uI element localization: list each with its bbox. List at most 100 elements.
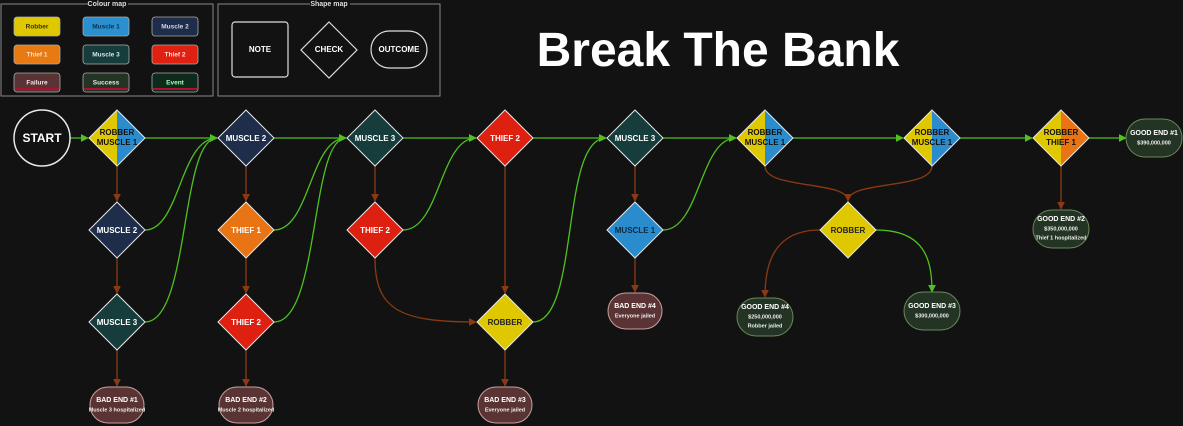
start-label: START	[22, 131, 62, 145]
success-edge	[875, 229, 936, 293]
legend-item-label: Thief 2	[165, 52, 186, 59]
outcome-title: BAD END #2	[225, 397, 267, 404]
failure-edge	[374, 257, 477, 326]
check-label-line: ROBBER	[1044, 128, 1079, 137]
check-label: THIEF 2	[490, 134, 520, 143]
diamond-shape	[217, 109, 275, 167]
check-node-c9[interactable]: THIEF 2	[476, 109, 534, 167]
outcome-title: BAD END #3	[484, 397, 526, 404]
legend-item-label: Success	[93, 80, 120, 87]
diamond-shape	[606, 201, 664, 259]
legend-swatch	[151, 16, 199, 37]
check-node-c7[interactable]: MUSCLE 3	[346, 109, 404, 167]
legend-item-label: Muscle 3	[92, 52, 120, 59]
bad-end-2[interactable]: BAD END #2 Muscle 2 hospitalized	[218, 386, 275, 424]
success-edge	[532, 134, 607, 323]
check-node-c4[interactable]: MUSCLE 2	[217, 109, 275, 167]
check-node-c11[interactable]: MUSCLE 3	[606, 109, 664, 167]
diamond-right-half	[932, 110, 960, 166]
check-shape	[300, 21, 358, 79]
outcome-title: BAD END #1	[96, 397, 138, 404]
outcome-detail: $350,000,000	[1044, 226, 1078, 232]
check-label-line: MUSCLE 1	[745, 138, 786, 147]
check-label: THIEF 2	[360, 226, 390, 235]
outcome-detail: Everyone jailed	[615, 313, 655, 319]
shape-map-label-bg	[310, 0, 350, 8]
legend-item-muscle-2: Muscle 2	[151, 16, 199, 37]
legend-item-muscle-1: Muscle 1	[82, 16, 130, 37]
good-end-3[interactable]: GOOD END #3$300,000,000	[903, 291, 961, 331]
diamond-outline	[903, 109, 961, 167]
legend-swatch	[151, 44, 199, 65]
check-node-c10[interactable]: ROBBER	[476, 293, 534, 351]
diamond-left-half	[1033, 110, 1061, 166]
outcome-detail: Thief 1 hospitalized	[1035, 235, 1086, 241]
check-label: ROBBER	[488, 318, 523, 327]
start-node[interactable]: START	[13, 109, 71, 167]
check-label-line: ROBBER	[915, 128, 950, 137]
diamond-outline	[88, 109, 146, 167]
legend-item-label: Muscle 2	[161, 24, 189, 31]
diamond-shape	[346, 201, 404, 259]
check-label-line: MUSCLE 1	[97, 138, 138, 147]
legend-item-thief-1: Thief 1	[13, 44, 61, 65]
check-label: THIEF 2	[231, 318, 261, 327]
outcome-detail: Muscle 3 hospitalized	[89, 407, 146, 413]
diamond-shape	[88, 201, 146, 259]
check-node-c8[interactable]: THIEF 2	[346, 201, 404, 259]
legend-item-label: Failure	[26, 80, 48, 87]
check-node-c5[interactable]: THIEF 1	[217, 201, 275, 259]
edges	[70, 134, 1127, 387]
diamond-outline	[736, 109, 794, 167]
success-edge	[144, 134, 218, 323]
diamond-shape	[346, 109, 404, 167]
legend-underline	[153, 88, 197, 90]
outcome-shape	[1032, 209, 1090, 249]
legend-swatch	[13, 44, 61, 65]
diamond-outline	[1032, 109, 1090, 167]
check-label: MUSCLE 2	[226, 134, 267, 143]
bad-end-4[interactable]: BAD END #4 Everyone jailed	[607, 292, 663, 330]
check-label: MUSCLE 1	[615, 226, 656, 235]
success-edge	[402, 134, 477, 231]
check-label: CHECK	[315, 45, 344, 54]
outcome-title: BAD END #4	[614, 303, 656, 310]
check-node-c3[interactable]: MUSCLE 3	[88, 293, 146, 351]
diamond-left-half	[89, 110, 117, 166]
check-node-c15[interactable]: ROBBER	[819, 201, 877, 259]
check-label: MUSCLE 2	[97, 226, 138, 235]
check-label: MUSCLE 3	[97, 318, 138, 327]
legend-swatch	[82, 44, 130, 65]
outcome-detail: Robber jailed	[748, 323, 783, 329]
outcome-label: OUTCOME	[379, 45, 421, 54]
legend-item-label: Robber	[26, 24, 49, 31]
check-node-c12[interactable]: MUSCLE 1	[606, 201, 664, 259]
check-label: MUSCLE 3	[355, 134, 396, 143]
check-node-c6[interactable]: THIEF 2	[217, 293, 275, 351]
note-shape	[231, 21, 289, 78]
check-label-line: MUSCLE 1	[912, 138, 953, 147]
legend-swatch	[13, 72, 61, 93]
good-end-1[interactable]: GOOD END #1$390,000,000	[1125, 118, 1183, 158]
bad-end-1[interactable]: BAD END #1 Muscle 3 hospitalized	[89, 386, 146, 424]
outcome-detail: $250,000,000	[748, 314, 782, 320]
check-label-line: ROBBER	[100, 128, 135, 137]
check-label-line: ROBBER	[748, 128, 783, 137]
legend-item-event: Event	[151, 72, 199, 93]
legend-item-failure: Failure	[13, 72, 61, 93]
check-label: ROBBER	[831, 226, 866, 235]
outcome-detail: Muscle 2 hospitalized	[218, 407, 275, 413]
legend-swatch	[82, 16, 130, 37]
note-label: NOTE	[249, 45, 272, 54]
check-node-c2[interactable]: MUSCLE 2	[88, 201, 146, 259]
diamond-left-half	[904, 110, 932, 166]
diamond-shape	[217, 293, 275, 351]
